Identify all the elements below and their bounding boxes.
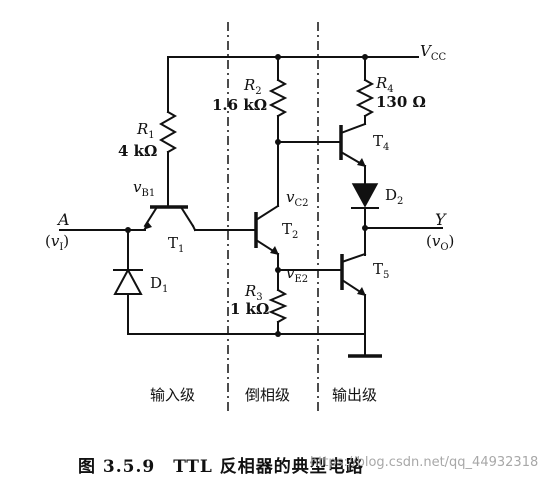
label-t4: T4 — [373, 132, 390, 153]
figure-caption: 图 3.5.9 TTL 反相器的典型电路 — [78, 457, 364, 477]
label-vc2: vC2 — [286, 188, 309, 209]
label-r1: R1 — [137, 120, 155, 141]
resistor-r1 — [158, 56, 178, 197]
watermark: https://blog.csdn.net/qq_44932318 — [310, 455, 538, 470]
label-d2: D2 — [385, 186, 404, 207]
resistor-r2 — [268, 56, 288, 207]
label-output-vo: (vO) — [426, 232, 455, 253]
label-output-y: Y — [435, 210, 446, 229]
label-input-vi: (vI) — [45, 232, 70, 253]
diode-d1 — [113, 229, 143, 335]
ground-symbol — [348, 333, 382, 358]
label-r2: R2 — [244, 76, 262, 97]
resistor-r3 — [268, 288, 288, 335]
label-t1: T1 — [168, 234, 185, 255]
label-vcc: VCC — [420, 42, 447, 63]
label-r2-value: 1.6 kΩ — [212, 96, 268, 114]
page: VCC R1 4 kΩ R2 1.6 kΩ R3 1 kΩ R4 130 Ω v… — [45, 22, 538, 477]
label-input-a: A — [58, 210, 70, 229]
transistor-t4 — [339, 122, 367, 168]
section-input-stage: 输入级 — [150, 386, 196, 404]
label-r1-value: 4 kΩ — [118, 142, 158, 160]
label-d1: D1 — [150, 274, 169, 295]
label-r3: R3 — [245, 282, 263, 303]
label-t2: T2 — [282, 220, 299, 241]
transistor-t1 — [143, 195, 195, 230]
label-ve2: vE2 — [286, 264, 309, 285]
transistor-t2 — [254, 204, 280, 256]
label-r3-value: 1 kΩ — [230, 300, 270, 318]
section-output-stage: 输出级 — [332, 386, 378, 404]
circuit-diagram — [59, 22, 443, 412]
section-phase-splitter: 倒相级 — [245, 386, 291, 404]
label-vb1: vB1 — [133, 178, 156, 199]
label-t5: T5 — [373, 260, 390, 281]
resistor-r4 — [355, 56, 375, 125]
label-r4: R4 — [376, 74, 394, 95]
label-r4-value: 130 Ω — [376, 93, 426, 111]
diode-d2 — [351, 165, 379, 256]
transistor-t5 — [340, 252, 367, 335]
